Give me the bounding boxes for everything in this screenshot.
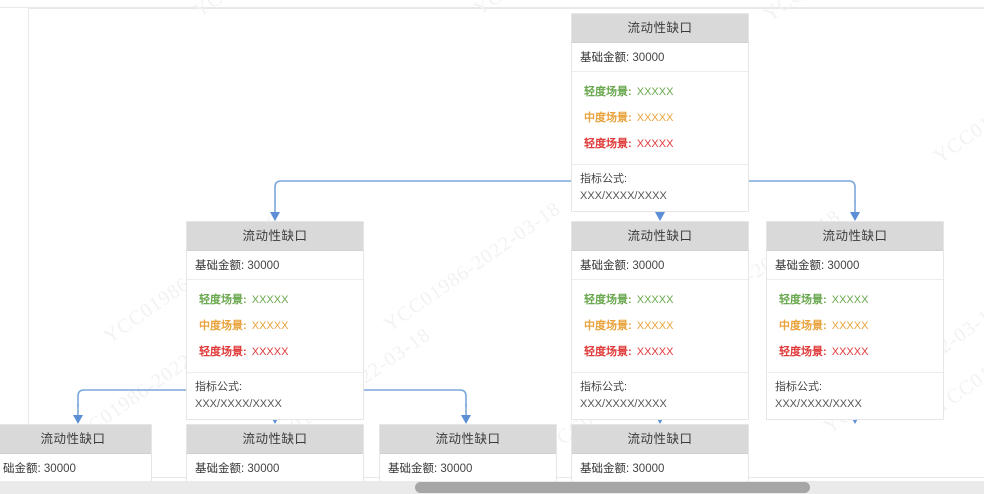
- base-amount-value: 30000: [437, 463, 473, 476]
- scenario-label: 中度场景:: [779, 320, 827, 333]
- scenario-label: 中度场景:: [584, 320, 632, 333]
- base-amount-label: 基础金额:: [195, 260, 245, 273]
- arrowhead-l2-c: [461, 415, 471, 424]
- scenario-value: XXXXX: [633, 346, 674, 359]
- watermark-text: YCC01986-2022-03-18: [190, 0, 375, 23]
- scenario-value: XXXXX: [828, 320, 869, 333]
- base-amount-value: 30000: [40, 463, 76, 476]
- scenario-label: 轻度场景:: [584, 86, 632, 99]
- scenario-row-light: 轻度场景: XXXXX: [584, 78, 740, 104]
- node-formula: 指标公式: XXX/XXXX/XXXX: [572, 373, 748, 419]
- scenario-row-heavy: 轻度场景: XXXXX: [779, 338, 935, 364]
- base-amount-value: 30000: [629, 260, 665, 273]
- scenario-label: 轻度场景:: [584, 138, 632, 151]
- scenario-value: XXXXX: [633, 294, 674, 307]
- scenario-row-medium: 中度场景: XXXXX: [199, 312, 355, 338]
- scenario-label: 中度场景:: [199, 320, 247, 333]
- scenario-value: XXXXX: [248, 294, 289, 307]
- node-base-amount: 基础金额: 30000: [572, 43, 748, 73]
- node-title: 流动性缺口: [187, 425, 363, 455]
- arrowhead-l1-b: [655, 212, 665, 221]
- watermark-text: YCC01986-2022-03-18: [930, 29, 984, 169]
- scenario-value: XXXXX: [828, 346, 869, 359]
- scenario-value: XXXXX: [248, 320, 289, 333]
- base-amount-label: 基础金额:: [775, 260, 825, 273]
- node-title: 流动性缺口: [187, 222, 363, 252]
- node-formula: 指标公式: XXX/XXXX/XXXX: [572, 165, 748, 211]
- node-title: 流动性缺口: [572, 222, 748, 252]
- panel-top-divider: [0, 7, 984, 8]
- base-amount-value: 30000: [629, 463, 665, 476]
- scenario-value: XXXXX: [633, 112, 674, 125]
- node-base-amount: 基础金额: 30000: [572, 251, 748, 281]
- base-amount-value: 30000: [244, 463, 280, 476]
- scenario-row-light: 轻度场景: XXXXX: [199, 286, 355, 312]
- arrowhead-l1-c: [850, 212, 860, 221]
- connector-level1-bus: [274, 180, 856, 202]
- formula-value: XXX/XXXX/XXXX: [775, 397, 862, 410]
- formula-value: XXX/XXXX/XXXX: [580, 189, 667, 202]
- node-base-amount: 基础金额: 30000: [572, 454, 748, 484]
- node-base-amount: 基础金额: 30000: [380, 454, 556, 484]
- horizontal-scrollbar-thumb[interactable]: [415, 482, 810, 493]
- scenario-row-medium: 中度场景: XXXXX: [584, 312, 740, 338]
- base-amount-value: 30000: [244, 260, 280, 273]
- formula-value: XXX/XXXX/XXXX: [195, 397, 282, 410]
- base-amount-label: 基础金额:: [388, 463, 438, 476]
- base-amount-label: 基础金额:: [580, 260, 630, 273]
- scenario-label: 轻度场景:: [779, 346, 827, 359]
- scenario-label: 轻度场景:: [779, 294, 827, 307]
- scenario-value: XXXXX: [248, 346, 289, 359]
- node-title: 流动性缺口: [380, 425, 556, 455]
- formula-label: 指标公式:: [775, 381, 823, 394]
- base-amount-label: 础金额:: [3, 463, 41, 476]
- scenario-label: 轻度场景:: [584, 294, 632, 307]
- scenario-row-heavy: 轻度场景: XXXXX: [584, 130, 740, 156]
- formula-label: 指标公式:: [580, 173, 628, 186]
- scenario-row-medium: 中度场景: XXXXX: [779, 312, 935, 338]
- scenario-row-medium: 中度场景: XXXXX: [584, 104, 740, 130]
- node-title: 流动性缺口: [572, 425, 748, 455]
- base-amount-value: 30000: [629, 52, 665, 65]
- scenario-value: XXXXX: [633, 138, 674, 151]
- scenario-row-light: 轻度场景: XXXXX: [779, 286, 935, 312]
- scenario-label: 中度场景:: [584, 112, 632, 125]
- base-amount-value: 30000: [824, 260, 860, 273]
- scenario-label: 轻度场景:: [584, 346, 632, 359]
- horizontal-scrollbar-track[interactable]: [0, 481, 984, 494]
- scenario-row-heavy: 轻度场景: XXXXX: [199, 338, 355, 364]
- node-formula: 指标公式: XXX/XXXX/XXXX: [187, 373, 363, 419]
- watermark-text: YCC01986-2022-03-18: [760, 0, 945, 27]
- node-formula: 指标公式: XXX/XXXX/XXXX: [767, 373, 943, 419]
- scenario-value: XXXXX: [633, 86, 674, 99]
- scenario-value: XXXXX: [633, 320, 674, 333]
- scenario-label: 轻度场景:: [199, 294, 247, 307]
- watermark-text: YCC01986-2022-03-18: [380, 197, 565, 337]
- node-base-amount: 基础金额: 30000: [767, 251, 943, 281]
- node-title: 流动性缺口: [0, 425, 151, 455]
- base-amount-label: 基础金额:: [580, 52, 630, 65]
- node-base-amount: 基础金额: 30000: [187, 454, 363, 484]
- formula-label: 指标公式:: [195, 381, 243, 394]
- base-amount-label: 基础金额:: [580, 463, 630, 476]
- formula-label: 指标公式:: [580, 381, 628, 394]
- node-base-amount: 础金额: 30000: [0, 454, 151, 484]
- scenario-value: XXXXX: [828, 294, 869, 307]
- base-amount-label: 基础金额:: [195, 463, 245, 476]
- scenario-row-heavy: 轻度场景: XXXXX: [584, 338, 740, 364]
- scenario-row-light: 轻度场景: XXXXX: [584, 286, 740, 312]
- scenario-label: 轻度场景:: [199, 346, 247, 359]
- node-title: 流动性缺口: [572, 14, 748, 44]
- node-base-amount: 基础金额: 30000: [187, 251, 363, 281]
- formula-value: XXX/XXXX/XXXX: [580, 397, 667, 410]
- node-title: 流动性缺口: [767, 222, 943, 252]
